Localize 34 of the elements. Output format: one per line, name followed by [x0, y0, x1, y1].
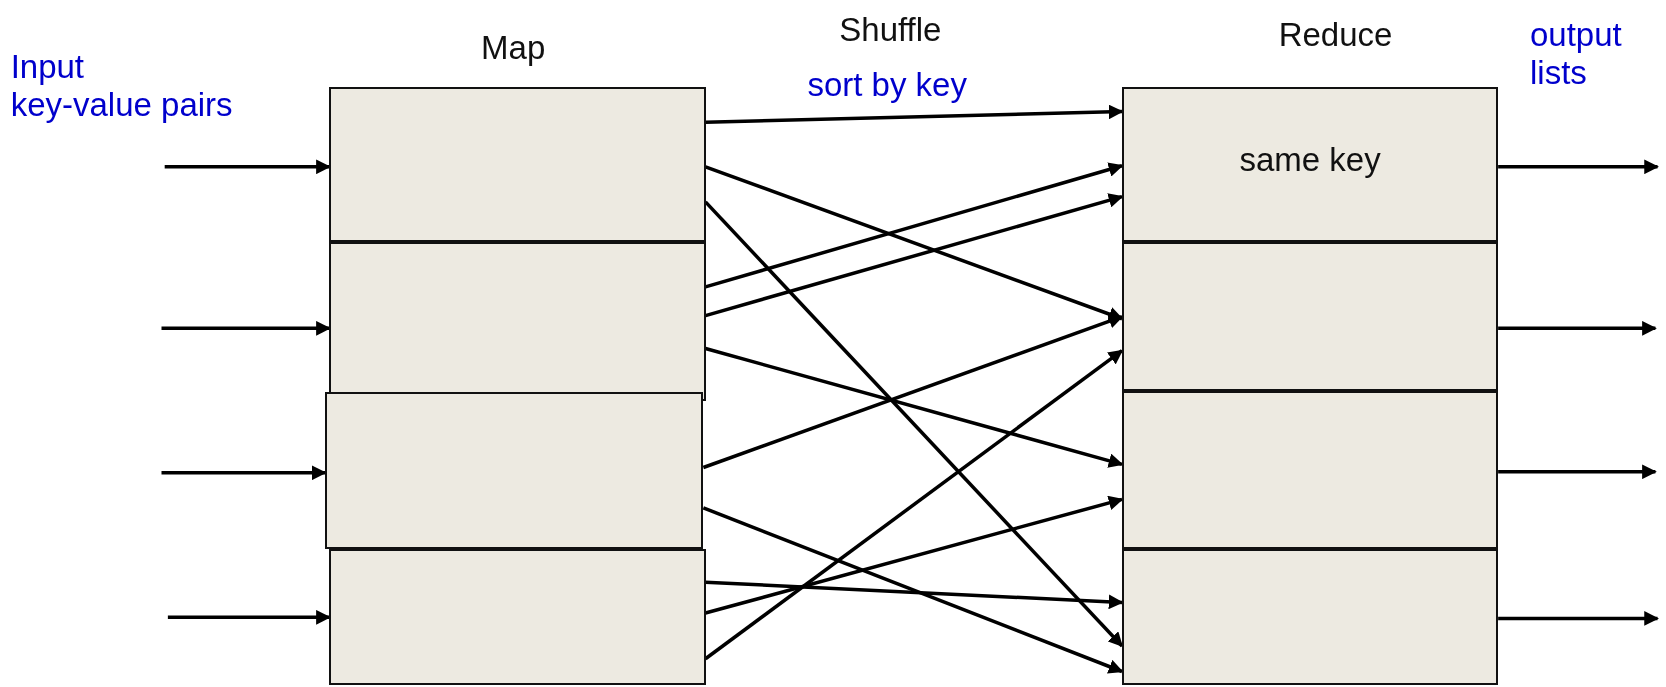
arrow: [704, 200, 1124, 648]
arrow: [705, 580, 1124, 610]
arrow: [704, 165, 1124, 322]
arrow: [705, 346, 1124, 468]
arrow: [161, 465, 327, 481]
reduce-box: [1122, 391, 1499, 550]
stage-heading: Reduce: [1277, 15, 1394, 54]
reduce-box: [1122, 87, 1499, 243]
arrow: [161, 320, 331, 336]
annotation-text: Input key-value pairs: [10, 47, 234, 124]
arrow: [705, 162, 1124, 289]
map-box: [329, 87, 706, 243]
map-box: [329, 242, 706, 401]
stage-heading: Shuffle: [838, 10, 943, 49]
arrow: [164, 159, 331, 175]
arrow: [705, 193, 1124, 318]
map-box: [325, 392, 704, 550]
annotation-text: output lists: [1530, 15, 1623, 92]
annotation-text: sort by key: [806, 65, 968, 104]
stage-heading: Map: [480, 28, 547, 67]
box-text: same key: [1239, 141, 1381, 180]
arrow: [705, 495, 1124, 615]
reduce-box: [1122, 549, 1499, 686]
arrow: [1498, 464, 1657, 480]
arrow: [702, 506, 1124, 674]
reduce-box: [1122, 242, 1499, 391]
arrow: [1498, 320, 1657, 336]
arrow: [705, 104, 1124, 124]
arrow: [167, 609, 331, 625]
arrow: [704, 349, 1124, 661]
arrow: [1498, 611, 1659, 626]
arrow: [702, 314, 1124, 470]
map-box: [329, 549, 706, 686]
arrow: [1498, 159, 1659, 175]
